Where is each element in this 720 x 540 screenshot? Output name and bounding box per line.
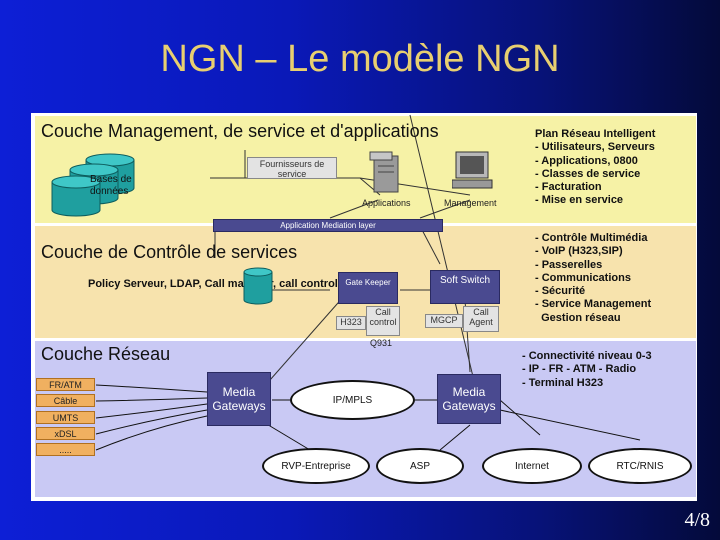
app-mediation-layer-bar: Application Mediation layer — [213, 219, 443, 232]
network-list-item: - Connectivité niveau 0-3 — [522, 350, 652, 362]
call-control-box: Call control — [366, 306, 400, 336]
ip-mpls-cloud: IP/MPLS — [290, 380, 415, 420]
access-cable: Câble — [36, 394, 95, 407]
applications-label: Applications — [362, 198, 411, 208]
network-list-item: - IP - FR - ATM - Radio — [522, 363, 637, 376]
softswitch-box: Soft Switch — [430, 270, 500, 304]
media-gateways-left: Media Gateways — [207, 372, 271, 426]
management-list: Plan Réseau Intelligent - Utilisateurs, … — [535, 128, 655, 208]
management-list-item: - Applications, 0800 — [535, 154, 638, 167]
management-list-item: - Mise en service — [535, 194, 624, 207]
database-icon — [51, 153, 135, 217]
control-list-item: - Passerelles — [535, 258, 603, 271]
workstation-icon — [452, 151, 493, 189]
page-number: 4/8 — [684, 509, 710, 531]
mgcp-box: MGCP — [425, 314, 463, 328]
control-list: - Contrôle Multimédia - VoIP (H323,SIP) … — [535, 232, 651, 325]
service-providers-box: Fournisseurs de service — [247, 157, 337, 179]
database-label: Bases de données — [90, 174, 132, 197]
control-list-item: - Sécurité — [535, 285, 586, 298]
access-xdsl: xDSL — [36, 427, 95, 440]
control-list-item: - Service Management — [535, 298, 652, 311]
policy-database-icon — [243, 267, 273, 305]
media-gateways-right: Media Gateways — [437, 374, 501, 424]
cloud-rtc-rnis: RTC/RNIS — [588, 448, 692, 484]
cloud-rvp-entreprise: RVP-Entreprise — [262, 448, 370, 484]
control-list-item: - Contrôle Multimédia — [535, 232, 648, 244]
access-other: ..... — [36, 443, 95, 456]
control-list-item: - Communications — [535, 271, 631, 284]
server-icon — [369, 151, 399, 193]
cloud-asp: ASP — [376, 448, 464, 484]
management-list-item: - Facturation — [535, 181, 602, 194]
h323-box: H323 — [336, 316, 366, 330]
access-fr-atm: FR/ATM — [36, 378, 95, 391]
network-list: - Connectivité niveau 0-3 - IP - FR - AT… — [522, 350, 652, 390]
control-list-item: - VoIP (H323,SIP) — [535, 245, 623, 258]
management-list-item: - Utilisateurs, Serveurs — [535, 141, 655, 154]
network-layer-heading: Couche Réseau — [41, 344, 171, 364]
policy-server-label: Policy Serveur, LDAP, Call manager, call… — [88, 278, 338, 290]
control-list-item: Gestion réseau — [535, 311, 621, 324]
call-agent-box: Call Agent — [463, 306, 499, 332]
management-list-item: Plan Réseau Intelligent — [535, 128, 656, 140]
control-layer-heading: Couche de Contrôle de services — [41, 242, 298, 262]
management-label: Management — [444, 198, 497, 208]
page-title: NGN – Le modèle NGN — [160, 38, 560, 80]
q931-label: Q931 — [370, 338, 393, 348]
gatekeeper-box: Gate Keeper — [338, 272, 398, 304]
access-umts: UMTS — [36, 411, 95, 424]
cloud-internet: Internet — [482, 448, 582, 484]
management-list-item: - Classes de service — [535, 167, 641, 180]
network-list-item: - Terminal H323 — [522, 376, 604, 389]
management-layer-heading: Couche Management, de service et d'appli… — [41, 121, 439, 141]
